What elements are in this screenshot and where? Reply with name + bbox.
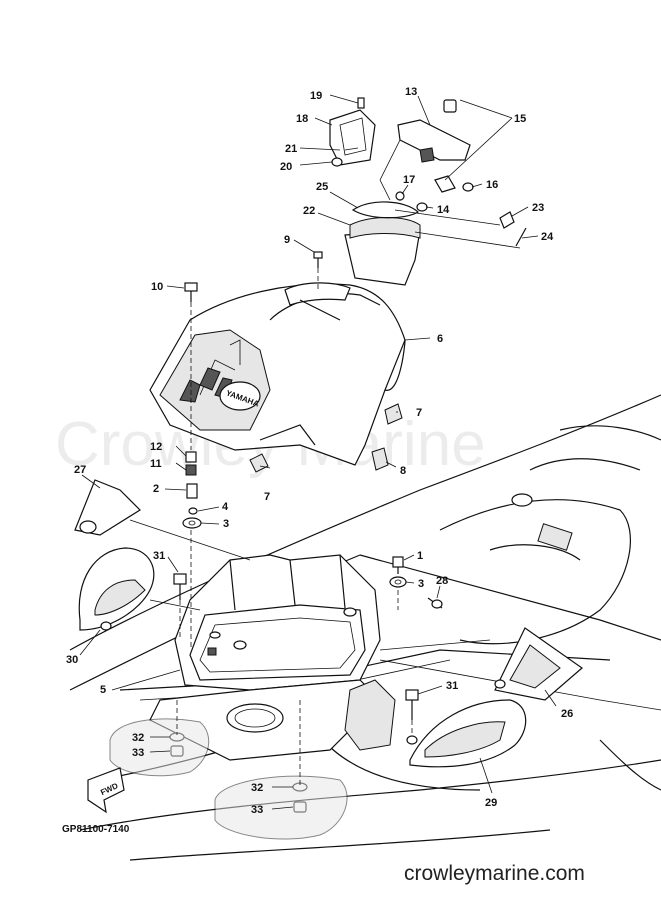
callout-17: 17 <box>403 174 415 186</box>
mount-pads <box>109 718 348 840</box>
callout-30: 30 <box>66 654 78 666</box>
callout-7-right: 7 <box>416 407 422 419</box>
callout-2: 2 <box>153 483 159 495</box>
callout-9: 9 <box>284 234 290 246</box>
callout-6: 6 <box>437 333 443 345</box>
site-footer: crowleymarine.com <box>404 862 585 885</box>
fwd-arrow: FWD <box>87 767 125 814</box>
callout-labels: 19 13 18 15 21 20 17 16 14 25 23 22 24 9… <box>66 86 573 816</box>
callout-32-left: 32 <box>132 732 144 744</box>
storage-bin <box>344 201 421 286</box>
leader-lines <box>79 94 557 810</box>
callout-10: 10 <box>151 281 163 293</box>
callout-11: 11 <box>150 458 162 470</box>
callout-25: 25 <box>316 181 328 193</box>
storage-housing <box>149 554 396 761</box>
callout-29: 29 <box>485 797 497 809</box>
callout-4: 4 <box>222 501 229 513</box>
callout-1: 1 <box>417 550 423 562</box>
callout-28: 28 <box>436 575 448 587</box>
callout-22: 22 <box>303 205 315 217</box>
callout-5: 5 <box>100 684 106 696</box>
callout-3-left: 3 <box>223 518 229 530</box>
left-vent-cover <box>74 479 155 631</box>
callout-31-left: 31 <box>153 550 165 562</box>
callout-23: 23 <box>532 202 544 214</box>
callout-31-right: 31 <box>446 680 458 692</box>
callout-7-left: 7 <box>264 491 270 503</box>
callout-21: 21 <box>285 143 297 155</box>
callout-26: 26 <box>561 708 573 720</box>
callout-18: 18 <box>296 113 308 125</box>
callout-24: 24 <box>541 231 554 243</box>
callout-16: 16 <box>486 179 498 191</box>
callout-8: 8 <box>400 465 406 477</box>
callout-20: 20 <box>280 161 292 173</box>
callout-15: 15 <box>514 113 526 125</box>
callout-33-bottom: 33 <box>251 804 263 816</box>
callout-12: 12 <box>150 441 162 453</box>
callout-27: 27 <box>74 464 86 476</box>
callout-33-left: 33 <box>132 747 144 759</box>
diagram-code: GP81100-7140 <box>62 824 130 835</box>
callout-32-bottom: 32 <box>251 782 263 794</box>
callout-19: 19 <box>310 90 322 102</box>
hatch-cover: YAMAHA <box>149 282 406 466</box>
right-vent-cover <box>409 627 583 768</box>
callout-14: 14 <box>437 204 450 216</box>
callout-3-right: 3 <box>418 578 424 590</box>
lid-latch <box>329 97 471 193</box>
callout-13: 13 <box>405 86 417 98</box>
